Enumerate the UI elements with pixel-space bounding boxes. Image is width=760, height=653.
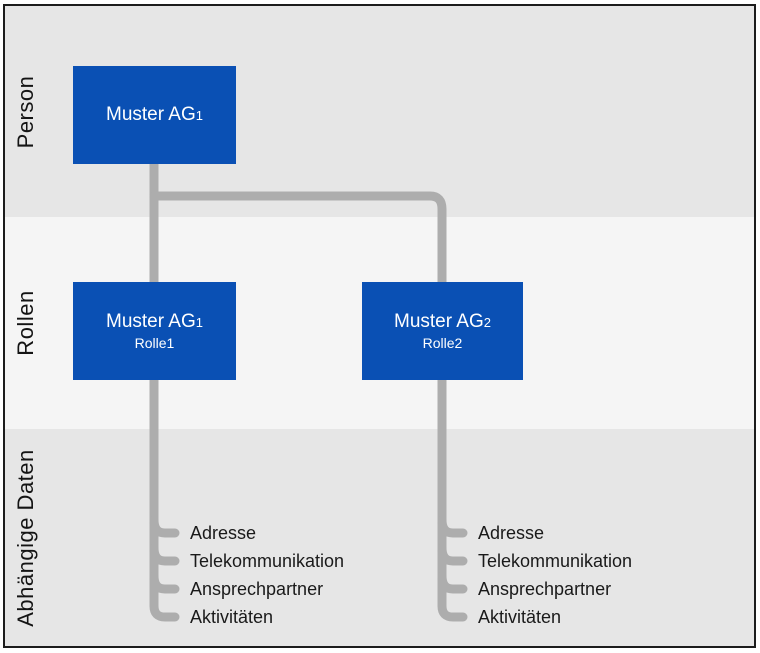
node-role2-role-label: Rolle2: [422, 334, 463, 351]
node-person-subscript: 1: [195, 107, 203, 123]
band-rollen-label: Rollen: [13, 290, 38, 356]
node-role2-subscript: 2: [483, 314, 491, 330]
node-role1-role-label: Rolle1: [134, 334, 175, 351]
node-role1-subscript: 1: [195, 314, 203, 330]
node-role1-title: Muster AG1: [106, 311, 203, 334]
dependent-item-left-ansprechpartner: Ansprechpartner: [190, 579, 324, 599]
node-role1-muster-ag1: Muster AG1 Rolle1: [73, 282, 236, 380]
band-person-label: Person: [13, 75, 38, 148]
node-person-muster-ag1: Muster AG1: [73, 66, 236, 164]
dependent-item-left-aktivitaeten: Aktivitäten: [190, 607, 274, 627]
node-person-title: Muster AG1: [106, 104, 203, 127]
dependent-item-right-aktivitaeten: Aktivitäten: [478, 607, 562, 627]
dependent-item-left-telekommunikation: Telekommunikation: [190, 551, 345, 571]
diagram-frame: Person Rollen Abhängige Daten: [3, 4, 756, 648]
node-role1-name: Muster AG: [106, 310, 196, 332]
band-dependent-data: Abhängige Daten: [5, 429, 754, 646]
node-role2-title: Muster AG2: [394, 311, 491, 334]
node-role2-muster-ag2: Muster AG2 Rolle2: [362, 282, 523, 380]
dependent-item-right-telekommunikation: Telekommunikation: [478, 551, 633, 571]
band-dependent-data-label: Abhängige Daten: [13, 448, 38, 627]
dependent-item-right-ansprechpartner: Ansprechpartner: [478, 579, 612, 599]
node-person-name: Muster AG: [106, 103, 196, 125]
dependent-item-right-adresse: Adresse: [478, 523, 545, 543]
dependent-item-left-adresse: Adresse: [190, 523, 257, 543]
node-role2-name: Muster AG: [394, 310, 484, 332]
